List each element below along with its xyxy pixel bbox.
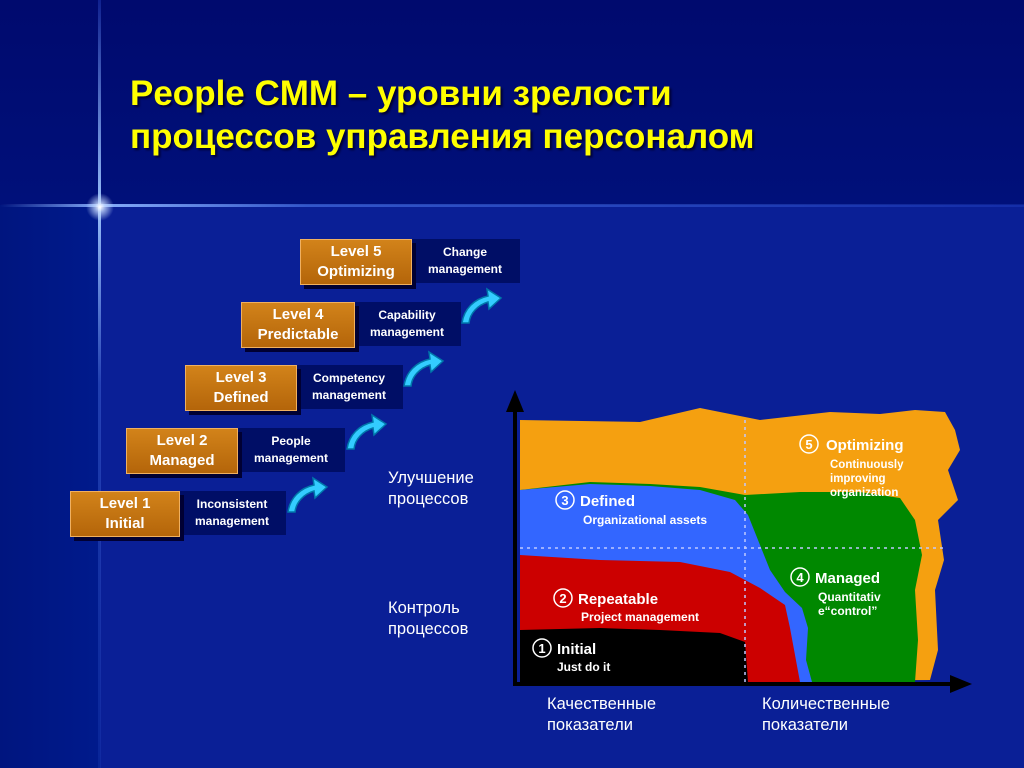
level-name: Predictable [257, 326, 339, 343]
horizontal-light-line [0, 204, 1024, 207]
level-label: Level 2 [156, 432, 208, 449]
region-desc-line1: Project management [581, 610, 699, 624]
level-name: Initial [105, 515, 145, 532]
level-label: Level 3 [215, 369, 267, 386]
region-desc-line2: improving [830, 473, 886, 485]
slide-title: People CMM – уровни зрелости процессов у… [130, 72, 990, 158]
region-initial [520, 628, 748, 682]
y-axis-label-improvement: Улучшение процессов [388, 468, 474, 510]
curved-arrow-icon [287, 476, 329, 513]
x-axis-label-quantitative: Количественные показатели [762, 694, 890, 736]
region-name: Defined [580, 493, 635, 510]
level-name: Defined [213, 389, 269, 406]
y-axis-label-control: Контроль процессов [388, 598, 468, 640]
management-text-line2: management [311, 388, 387, 402]
axis-label-line2: процессов [388, 490, 469, 508]
management-text-line2: management [253, 451, 329, 465]
number-circle-3 [555, 490, 575, 510]
left-margin-background [0, 205, 100, 768]
region-label-initial: 1 Initial Just do it [532, 638, 610, 674]
number-circle-4 [790, 567, 810, 587]
level-box-5: Level 5 Optimizing [300, 239, 412, 285]
region-desc-line1: Quantitativ [818, 590, 881, 604]
axis-label-line1: Количественные [762, 695, 890, 713]
curved-arrow-icon [346, 413, 388, 450]
management-box-level-2: People management [237, 428, 345, 472]
level-box-3: Level 3 Defined [185, 365, 297, 411]
management-text-line1: Change [442, 245, 487, 259]
management-text-line1: Competency [312, 371, 386, 385]
region-name: Managed [815, 570, 880, 587]
region-name: Optimizing [826, 437, 904, 454]
region-label-defined: 3 Defined Organizational assets [555, 490, 707, 527]
management-box-level-1: Inconsistent management [178, 491, 286, 535]
axis-label-line1: Качественные [547, 695, 657, 713]
region-number: 4 [796, 570, 804, 585]
management-box-level-5: Change management [410, 239, 520, 283]
level-label: Level 1 [99, 495, 151, 512]
axis-label-line2: процессов [388, 620, 469, 638]
region-desc-line3: organization [830, 487, 898, 499]
axis-label-line2: показатели [762, 716, 848, 734]
region-name: Repeatable [578, 591, 658, 608]
number-circle-5 [799, 434, 819, 454]
management-text-line1: Capability [378, 308, 436, 322]
region-name: Initial [557, 641, 596, 658]
region-number: 3 [561, 493, 568, 508]
management-text-line1: Inconsistent [196, 497, 268, 511]
level-name: Managed [149, 452, 215, 469]
level-box-4: Level 4 Predictable [241, 302, 355, 348]
x-axis-arrowhead [950, 675, 972, 693]
management-text-line2: management [369, 325, 445, 339]
sparkle-icon [86, 193, 114, 221]
management-text-line2: management [427, 262, 503, 276]
level-box-1: Level 1 Initial [70, 491, 180, 537]
management-box-level-3: Competency management [295, 365, 403, 409]
level-label: Level 5 [330, 243, 382, 260]
level-box-2: Level 2 Managed [126, 428, 238, 474]
vertical-light-line [98, 0, 101, 768]
axis-label-line2: показатели [547, 716, 633, 734]
header-background [0, 0, 1024, 205]
level-label: Level 4 [272, 306, 324, 323]
number-circle-1 [532, 638, 552, 658]
management-text-line2: management [194, 514, 270, 528]
axis-label-line1: Контроль [388, 599, 460, 617]
axis-label-line1: Улучшение [388, 469, 474, 487]
slide-title-line1: People CMM – уровни зрелости [130, 74, 672, 113]
region-number: 1 [538, 641, 545, 656]
curved-arrow-icon [461, 287, 503, 324]
region-desc-line2: e“control” [818, 604, 877, 618]
region-desc-line1: Continuously [830, 459, 904, 471]
management-text-line1: People [271, 434, 311, 448]
management-box-level-4: Capability management [353, 302, 461, 346]
region-label-managed: 4 Managed Quantitativ e“control” [790, 567, 881, 618]
region-number: 2 [559, 591, 566, 606]
y-axis-arrowhead [506, 390, 524, 412]
x-axis-label-qualitative: Качественные показатели [547, 694, 656, 736]
level-name: Optimizing [317, 263, 395, 280]
region-number: 5 [805, 437, 812, 452]
region-label-optimizing: 5 Optimizing Continuously improving orga… [799, 434, 904, 499]
region-label-repeatable: 2 Repeatable Project management [553, 588, 699, 624]
curved-arrow-icon [403, 350, 445, 387]
region-desc-line1: Just do it [557, 660, 610, 674]
slide-title-line2: процессов управления персоналом [130, 117, 755, 156]
number-circle-2 [553, 588, 573, 608]
region-desc-line1: Organizational assets [583, 513, 707, 527]
